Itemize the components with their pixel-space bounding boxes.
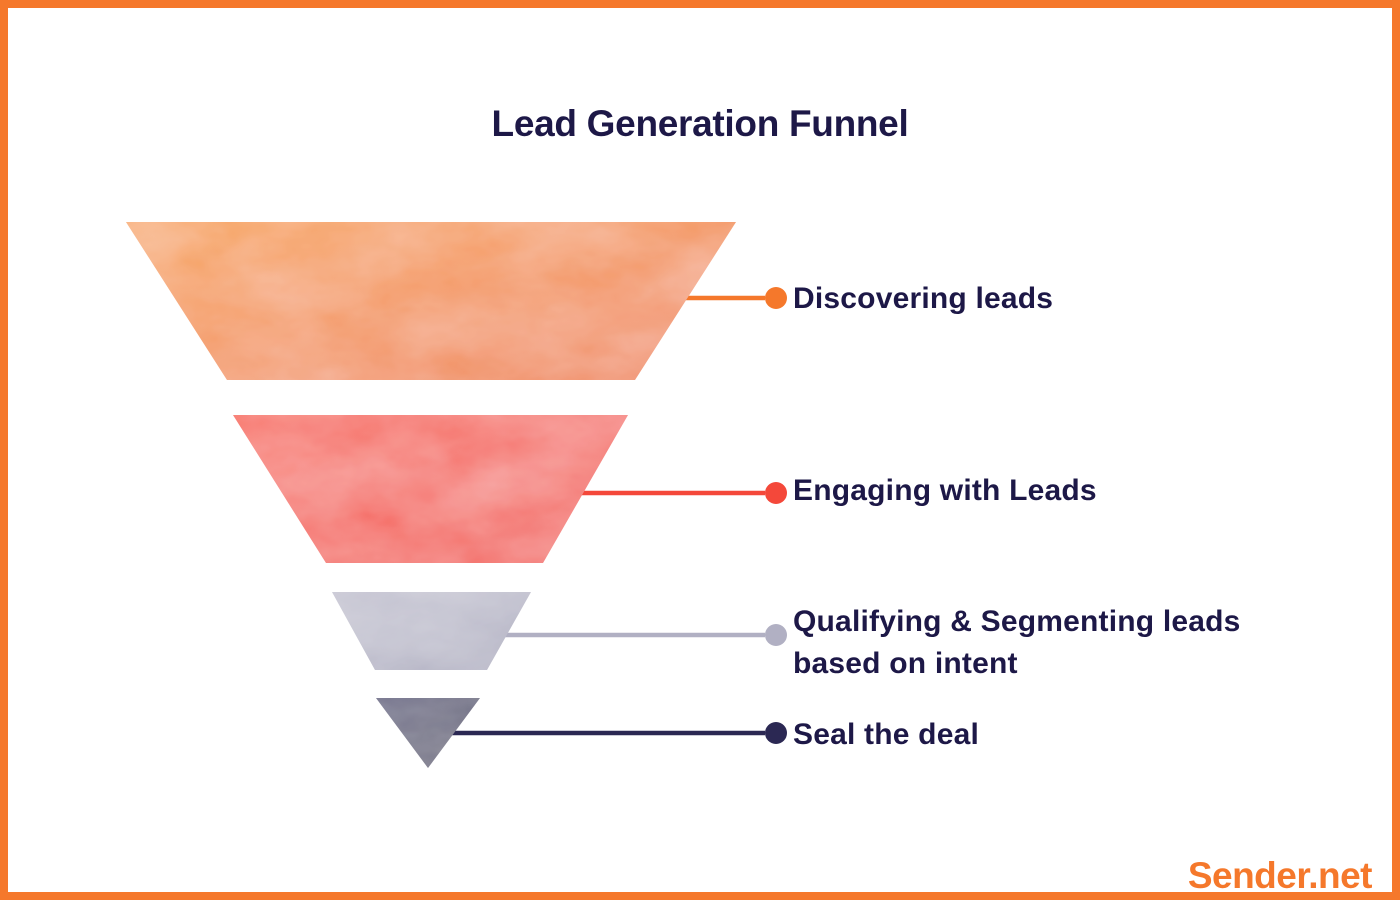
funnel-stage-2-shape (233, 415, 628, 563)
page-title: Lead Generation Funnel (491, 103, 909, 144)
connector-dot-1 (765, 287, 787, 309)
sender-net-logo: Sender.net (1187, 855, 1373, 896)
stage-label-discovering-leads: Discovering leads (793, 282, 1054, 315)
funnel-stage-4-shape (376, 698, 480, 768)
connector-dot-3 (765, 624, 787, 646)
funnel-stage-3-shape (332, 592, 531, 670)
connector-dot-4 (765, 722, 787, 744)
connector-dot-2 (765, 482, 787, 504)
stage-label-engaging-with-leads: Engaging with Leads (793, 474, 1097, 507)
stage-label-seal-the-deal: Seal the deal (793, 718, 980, 751)
funnel-stage-1-shape (126, 222, 736, 380)
funnel-diagram (126, 222, 787, 768)
stage-label-qualifying-segmenting: Qualifying & Segmenting leads based on i… (793, 605, 1241, 680)
